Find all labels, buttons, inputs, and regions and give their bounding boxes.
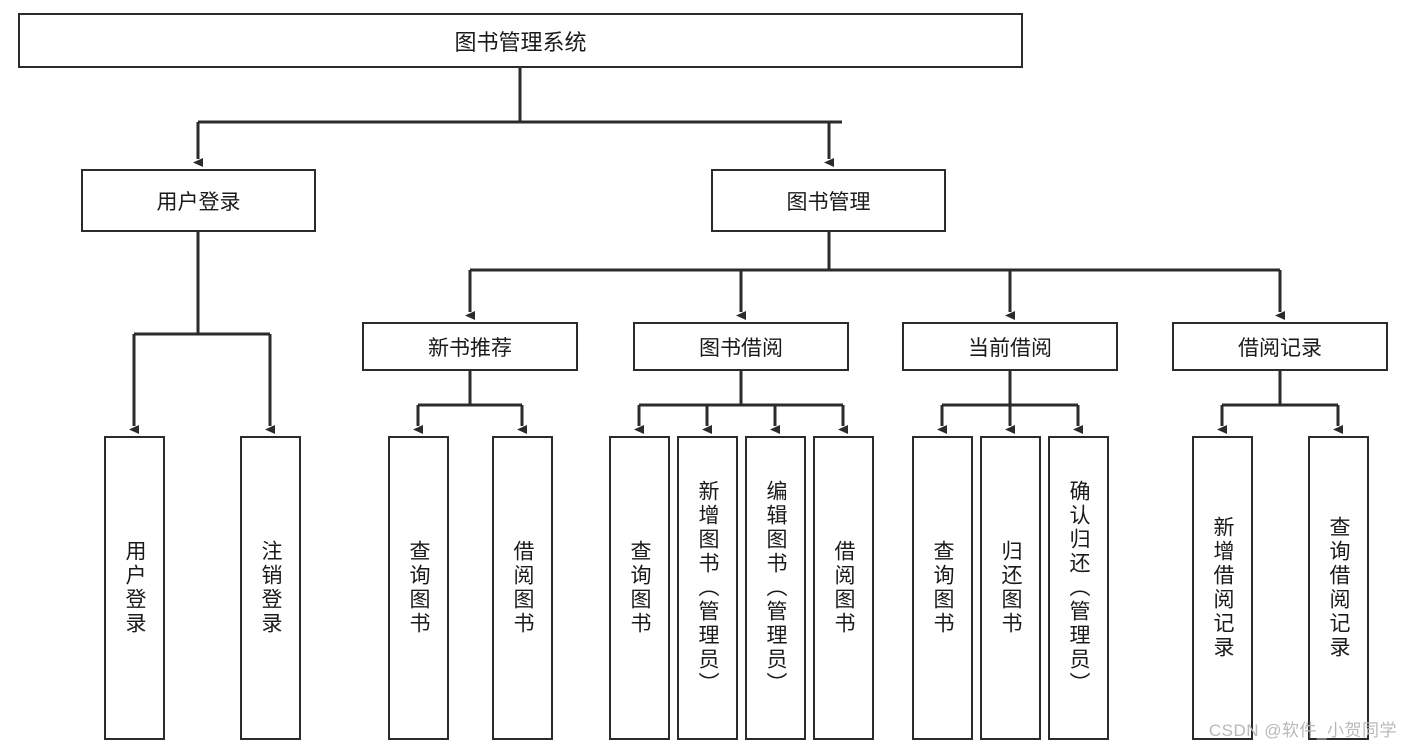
node-current-borrow[interactable]: 当前借阅	[902, 322, 1118, 371]
leaf-borrow-book-recommend[interactable]: 借阅图书	[492, 436, 553, 740]
node-label: 图书管理系统	[454, 29, 587, 55]
leaf-query-book-borrow[interactable]: 查询图书	[609, 436, 670, 740]
watermark: CSDN @软件_小贺同学	[1208, 721, 1397, 740]
node-label: 借阅记录	[1238, 336, 1322, 360]
node-borrow-record[interactable]: 借阅记录	[1172, 322, 1388, 371]
leaf-borrow-book[interactable]: 借阅图书	[813, 436, 874, 740]
leaf-label: 查询图书	[407, 540, 430, 636]
leaf-label: 用户登录	[123, 540, 146, 636]
leaf-edit-book-admin[interactable]: 编辑图书（管理员）	[745, 436, 806, 740]
leaf-label: 编辑图书（管理员）	[764, 480, 787, 696]
leaf-logout[interactable]: 注销登录	[240, 436, 301, 740]
node-label: 图书借阅	[699, 336, 783, 360]
leaf-label: 查询图书	[931, 540, 954, 636]
leaf-label: 借阅图书	[832, 540, 855, 636]
node-label: 图书管理	[786, 190, 871, 214]
node-label: 用户登录	[156, 190, 241, 214]
leaf-return-book[interactable]: 归还图书	[980, 436, 1041, 740]
leaf-label: 借阅图书	[511, 540, 534, 636]
leaf-label: 新增借阅记录	[1211, 516, 1234, 660]
leaf-label: 注销登录	[259, 540, 282, 636]
node-label: 当前借阅	[968, 336, 1052, 360]
node-root-book-management-system[interactable]: 图书管理系统	[18, 13, 1023, 68]
leaf-label: 新增图书（管理员）	[696, 480, 719, 696]
leaf-label: 归还图书	[999, 540, 1022, 636]
leaf-add-book-admin[interactable]: 新增图书（管理员）	[677, 436, 738, 740]
leaf-user-login[interactable]: 用户登录	[104, 436, 165, 740]
node-book-borrow[interactable]: 图书借阅	[633, 322, 849, 371]
leaf-add-borrow-record[interactable]: 新增借阅记录	[1192, 436, 1253, 740]
leaf-query-book-recommend[interactable]: 查询图书	[388, 436, 449, 740]
node-book-management[interactable]: 图书管理	[711, 169, 946, 232]
leaf-label: 查询借阅记录	[1327, 516, 1350, 660]
leaf-label: 查询图书	[628, 540, 651, 636]
node-label: 新书推荐	[428, 336, 512, 360]
node-user-login[interactable]: 用户登录	[81, 169, 316, 232]
leaf-query-borrow-record[interactable]: 查询借阅记录	[1308, 436, 1369, 740]
leaf-query-book-current[interactable]: 查询图书	[912, 436, 973, 740]
leaf-confirm-return-admin[interactable]: 确认归还（管理员）	[1048, 436, 1109, 740]
leaf-label: 确认归还（管理员）	[1067, 480, 1090, 696]
node-new-book-recommend[interactable]: 新书推荐	[362, 322, 578, 371]
